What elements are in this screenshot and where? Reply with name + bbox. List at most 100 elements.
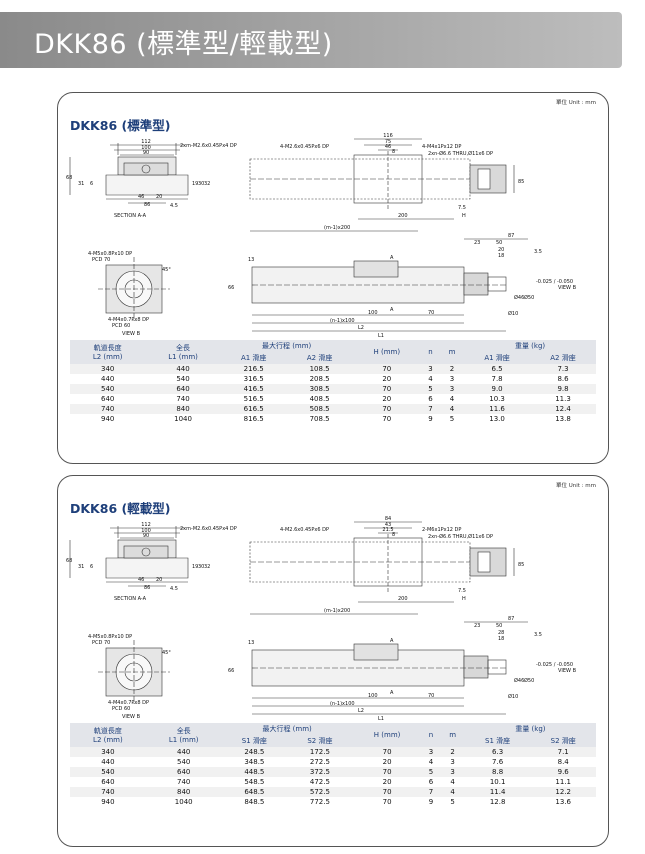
table-cell: 348.5 (244, 758, 265, 766)
table-cell: 272.5 (309, 758, 330, 766)
table-cell: 548.5 (244, 778, 265, 786)
dim-label: 68 (66, 558, 72, 564)
model-title: DKK86 (標準型) (70, 118, 171, 133)
table-cell: 11.4 (464, 787, 531, 797)
section-label: SECTION A-A (114, 596, 147, 602)
table-cell: 3 (439, 384, 465, 394)
dim-label: (m-1)x200 (324, 608, 350, 614)
table-cell: 70 (382, 415, 392, 423)
unit-label: 單位 Unit : mm (555, 483, 596, 489)
dim-label: 100 (141, 145, 151, 151)
table-cell: 840 (145, 404, 221, 414)
dim-label: 4-M2.6x0.45Px6 DP (280, 144, 329, 150)
table-cell: 940 (101, 798, 115, 806)
dim-label: 32 (204, 181, 210, 187)
table-cell: 616.5 (220, 404, 287, 414)
col-header-h: H (mm) (352, 723, 422, 747)
dim-label: (m-1)x200 (324, 225, 350, 231)
table-cell: 740 (177, 778, 191, 786)
table-cell: 440 (100, 375, 115, 383)
table-cell: 11.1 (555, 778, 571, 786)
dim-label: 4.5 (170, 586, 178, 592)
table-cell: 3 (440, 767, 465, 777)
dim-label: 100 (368, 693, 378, 699)
plan-view (249, 138, 515, 232)
table-cell: 13.8 (555, 415, 571, 423)
dim-label: Ø46 (514, 677, 524, 684)
table-cell: 848.5 (244, 798, 265, 806)
dim-label: 6 (90, 181, 93, 187)
dim-label: 46 (138, 194, 144, 200)
view-note: PCD 60 (112, 323, 130, 329)
col-header-weight-1: A1 滑座 (464, 352, 531, 364)
fit-tolerance: -0.025 / -0.050 (536, 279, 573, 285)
dim-label: Ø50 (524, 294, 534, 301)
dim-label: 85 (518, 562, 524, 568)
dim-label: Ø46 (514, 294, 524, 301)
spec-panel: 單位 Unit : mm DKK86 (標準型) (57, 92, 609, 464)
spec-table: 軌道長度 L2 (mm) 全長 L1 (mm) 最大行程 (mm) H (mm)… (70, 340, 596, 424)
side-view (251, 621, 528, 715)
dim-label: 23 (474, 240, 480, 246)
table-cell: 172.5 (287, 747, 353, 757)
table-cell: 4 (439, 404, 465, 414)
dim-label: (n-1)x100 (330, 701, 355, 707)
col-header-l2: 軌道長度 L2 (mm) (70, 340, 146, 364)
dim-label: 32 (204, 564, 210, 570)
col-header-weight-1: S1 滑座 (464, 735, 531, 747)
section-label: SECTION A-A (114, 213, 147, 219)
table-cell: 540 (176, 375, 190, 383)
table-cell: 440 (101, 758, 115, 766)
table-cell: 1040 (174, 415, 192, 423)
col-header-l2: 軌道長度 L2 (mm) (70, 723, 146, 747)
dim-label: 3.5 (534, 632, 542, 638)
table-cell: 5 (449, 415, 455, 423)
spec-table: 軌道長度 L2 (mm) 全長 L1 (mm) 最大行程 (mm) H (mm)… (70, 723, 596, 807)
table-cell: 740 (70, 404, 146, 414)
table-cell: 740 (176, 395, 190, 403)
table-cell: 216.5 (220, 364, 287, 374)
table-cell: 9.6 (530, 767, 596, 777)
table-cell: 7.8 (491, 375, 503, 383)
table-cell: 816.5 (243, 415, 264, 423)
dim-label: L1 (378, 716, 384, 721)
table-cell: 9 (428, 798, 434, 806)
table-cell: 540 (177, 758, 191, 766)
table-cell: 840 (145, 787, 222, 797)
table-cell: 12.2 (530, 787, 596, 797)
col-header-stroke-2: S2 滑座 (287, 735, 353, 747)
table-cell: 70 (352, 767, 422, 777)
table-cell: 648.5 (221, 787, 288, 797)
table-cell: 416.5 (220, 384, 287, 394)
table-cell: 8.8 (464, 767, 531, 777)
section-marker: A (390, 307, 394, 313)
dim-label: Ø10 (508, 310, 518, 317)
table-cell: 70 (352, 404, 421, 414)
section-marker: A (390, 255, 394, 261)
view-note: PCD 70 (92, 257, 110, 263)
col-header-weight-2: A2 滑座 (530, 352, 596, 364)
dim-label: 7.5 (458, 588, 466, 594)
table-cell: 108.5 (286, 364, 353, 374)
dim-label: 87 (508, 616, 514, 622)
view-note: 4-M4x0.7Px8 DP (108, 700, 149, 706)
dim-label: 66 (228, 285, 234, 291)
table-cell: 7.3 (530, 364, 596, 374)
dim-label: 30 (198, 181, 204, 187)
fit-tolerance: -0.025 / -0.050 (536, 662, 573, 668)
dim-label: 7.5 (458, 205, 466, 211)
table-cell: 1040 (174, 798, 193, 806)
table-cell: 408.5 (309, 395, 330, 403)
col-header-stroke: 最大行程 (mm) (221, 723, 353, 735)
header-banner: DKK86 (標準型/輕載型) (0, 12, 622, 68)
dim-label: 31 (78, 564, 84, 570)
table-cell: 640 (100, 395, 115, 403)
table-cell: 2 (440, 747, 465, 757)
table-cell: 5 (421, 384, 440, 394)
section-marker: A (390, 638, 394, 644)
table-cell: 12.8 (489, 798, 506, 806)
